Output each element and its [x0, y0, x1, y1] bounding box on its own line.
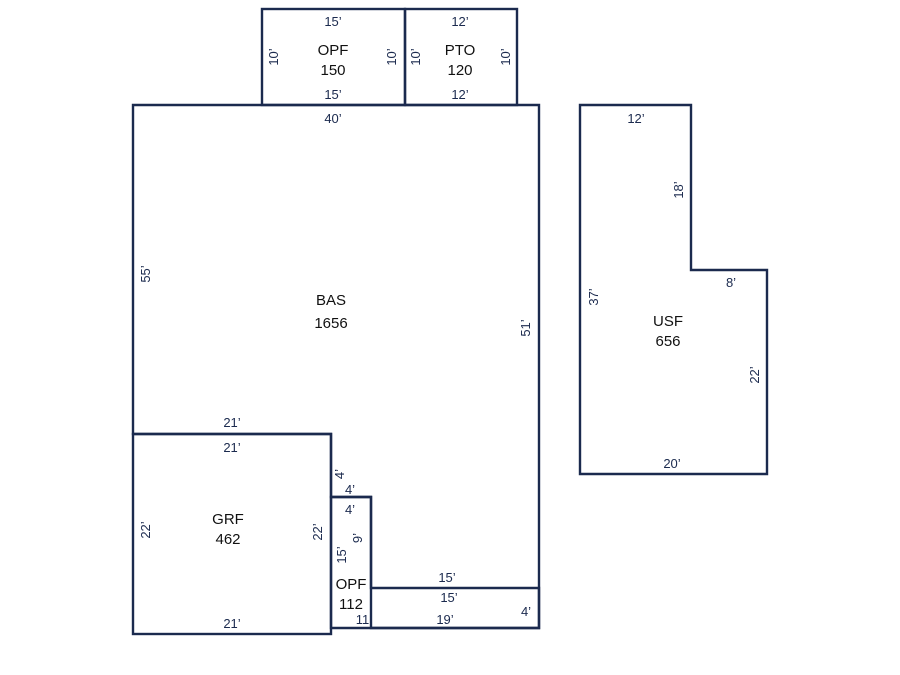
dim-grf-right: 22’ [310, 523, 325, 540]
dim-opf-inner-15: 15’ [438, 570, 455, 585]
dim-usf-8: 8’ [726, 275, 736, 290]
dim-grf-left: 22’ [138, 521, 153, 538]
dim-grf-top-outer: 21’ [223, 415, 240, 430]
usf-outline [578, 103, 769, 476]
grf-sqft: 462 [215, 531, 240, 548]
pto-code: PTO [445, 42, 476, 59]
bas-sqft: 1656 [314, 315, 347, 332]
dim-pto-top: 12’ [451, 14, 468, 29]
dim-usf-22: 22’ [747, 366, 762, 383]
pto-sqft: 120 [447, 62, 472, 79]
opf-top-sqft: 150 [320, 62, 345, 79]
dim-usf-18: 18’ [671, 181, 686, 198]
dim-opf-top-left: 10’ [266, 48, 281, 65]
opf-top-code: OPF [318, 42, 349, 59]
dim-opf-lower-15: 15’ [440, 590, 457, 605]
usf-sqft: 656 [655, 333, 680, 350]
dim-bas-top: 40’ [324, 111, 341, 126]
dim-step-4b: 4’ [345, 482, 355, 497]
dim-pto-right: 10’ [498, 48, 513, 65]
dim-usf-bottom: 20’ [663, 456, 680, 471]
opf-bottom-code: OPF [336, 576, 367, 593]
dim-usf-37: 37’ [586, 288, 601, 305]
bas-code: BAS [316, 292, 346, 309]
usf-code: USF [653, 313, 683, 330]
dim-step-4c: 4’ [345, 502, 355, 517]
dim-opf-19: 19’ [436, 612, 453, 627]
dim-opf-4: 4’ [521, 604, 531, 619]
dim-opf-top-bottom: 15’ [324, 87, 341, 102]
dim-bas-right: 51’ [518, 319, 533, 336]
dim-opf-9: 9’ [350, 533, 365, 543]
dim-grf-top-inner: 21’ [223, 440, 240, 455]
dim-bas-left: 55’ [138, 265, 153, 282]
dim-pto-left: 10’ [408, 48, 423, 65]
opf-bottom-outline [329, 495, 541, 630]
dim-opf-top-top: 15’ [324, 14, 341, 29]
dim-opf-11: 11’ [356, 612, 372, 627]
dim-step-4a: 4’ [332, 469, 347, 479]
dim-opf-15: 15’ [334, 546, 349, 563]
opf-bottom-sqft: 112 [339, 596, 363, 613]
dim-grf-bottom: 21’ [223, 616, 240, 631]
dim-pto-bottom: 12’ [451, 87, 468, 102]
dim-usf-top: 12’ [627, 111, 644, 126]
grf-code: GRF [212, 511, 244, 528]
dim-opf-top-right: 10’ [384, 48, 399, 65]
